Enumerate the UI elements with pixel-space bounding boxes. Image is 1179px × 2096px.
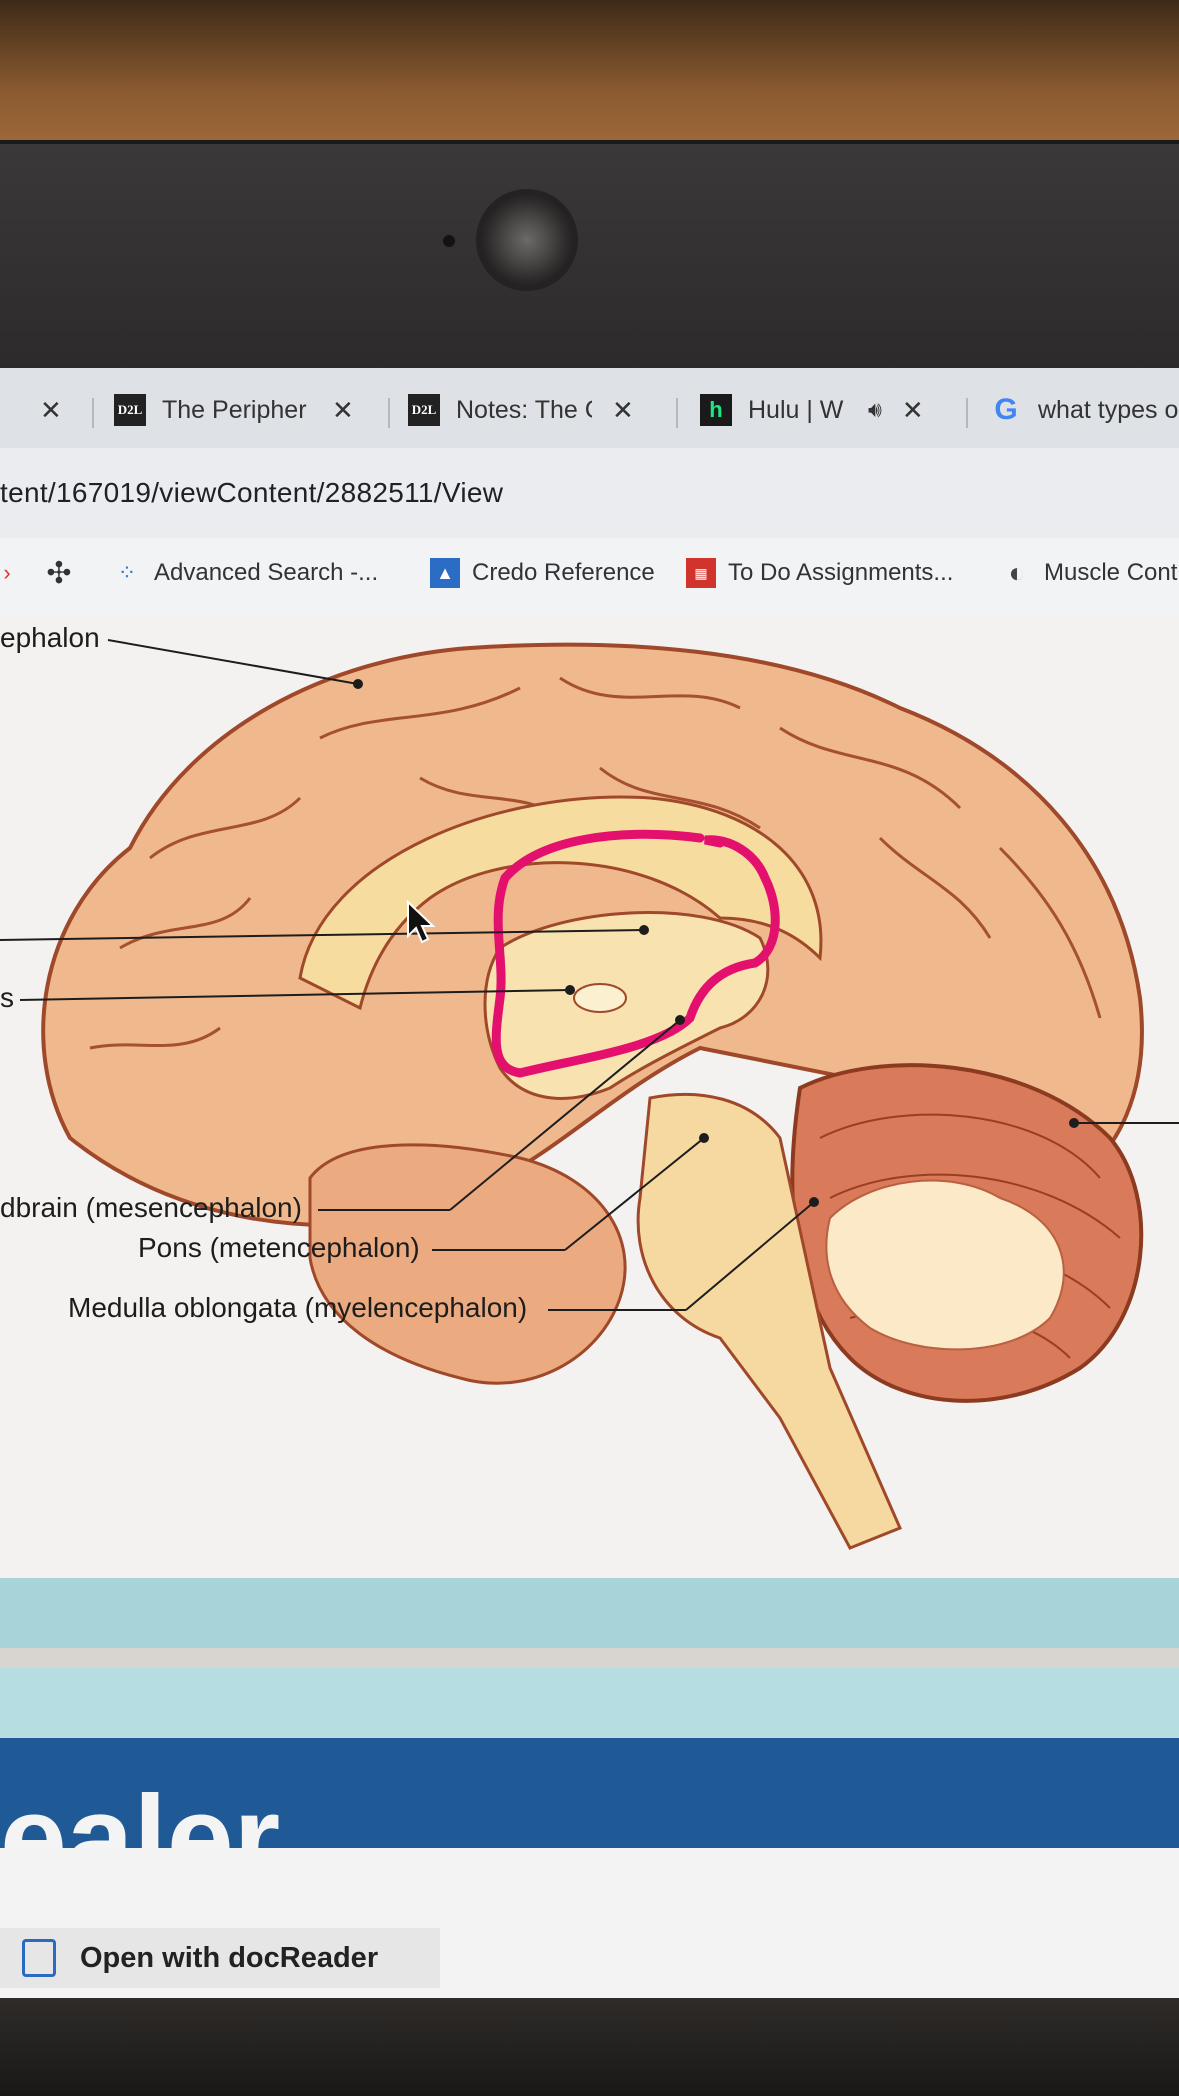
speaker-icon[interactable]: 🔊︎ [868, 397, 882, 422]
label-midbrain: dbrain (mesencephalon) [0, 1192, 302, 1223]
tab-separator [92, 398, 94, 428]
brain-diagram: ephalon s dbrain (mesencephalon) Pons (m… [0, 618, 1179, 1578]
mcgraw-icon: ▦ [686, 558, 716, 588]
background-wall [0, 0, 1179, 150]
open-docreader-button[interactable]: Open with docReader [0, 1928, 440, 1988]
close-icon[interactable]: ✕ [332, 394, 354, 425]
dots-icon: ⁘ [117, 560, 137, 585]
tab-separator [388, 398, 390, 428]
tab-title: Notes: The C [456, 395, 592, 424]
webcam-led [443, 235, 455, 247]
close-icon[interactable]: ✕ [40, 394, 62, 425]
docreader-label: Open with docReader [80, 1941, 379, 1974]
arbor-vitae [825, 1179, 1065, 1351]
tab-0[interactable]: ✕ [40, 382, 62, 438]
page-divider [0, 1648, 1179, 1668]
tab-google[interactable]: G what types o [990, 382, 1179, 438]
label-thalamus: s [0, 982, 14, 1013]
label-telencephalon: ephalon [0, 622, 100, 653]
label-pons: Pons (metencephalon) [138, 1232, 420, 1263]
brain-illustration [0, 639, 1179, 1550]
apps-icon[interactable]: ✣ [46, 556, 72, 590]
url-text[interactable]: tent/167019/viewContent/2882511/View [0, 477, 504, 508]
bookmark-label: Muscle Cont [1044, 559, 1178, 586]
page-banner: ealer [0, 1738, 1179, 1848]
tab-peripheral[interactable]: D2L The Peripher ✕ [114, 382, 354, 438]
tab-title: The Peripher [162, 395, 307, 424]
browser-screen: ✕ D2L The Peripher ✕ D2L Notes: The C ✕ … [0, 368, 1179, 1998]
bookmark-label: Credo Reference [472, 559, 655, 586]
intermediate-mass [573, 983, 627, 1013]
tab-strip: ✕ D2L The Peripher ✕ D2L Notes: The C ✕ … [0, 368, 1179, 449]
bookmark-muscle[interactable]: ◐ Muscle Cont [1002, 557, 1178, 588]
d2l-icon: D2L [114, 394, 146, 426]
bookmark-todo[interactable]: ▦ To Do Assignments... [686, 558, 953, 588]
corpus-callosum [298, 795, 823, 1011]
docreader-icon [22, 1939, 56, 1977]
label-medulla: Medulla oblongata (myelencephalon) [68, 1292, 528, 1323]
d2l-icon: D2L [408, 394, 440, 426]
banner-text: ealer [0, 1788, 280, 1848]
temporal-lobe [308, 1143, 627, 1385]
globe-icon: ◐ [1008, 557, 1026, 588]
leader-lines [0, 639, 1179, 1311]
arrow-icon[interactable]: › [3, 560, 11, 585]
bookmark-label: To Do Assignments... [728, 559, 954, 586]
tab-separator [676, 398, 678, 428]
monitor-bezel-bottom [0, 1998, 1179, 2096]
google-icon: G [994, 393, 1018, 426]
webcam [482, 195, 572, 285]
page-band [0, 1668, 1179, 1738]
monitor-bezel [0, 140, 1179, 374]
page-band [0, 1578, 1179, 1648]
bookmarks-bar: › ✣ ⁘ Advanced Search -... ▲ Credo Refer… [0, 538, 1179, 619]
bookmark-advanced-search[interactable]: ⁘ Advanced Search -... [112, 558, 378, 588]
bookmark-credo[interactable]: ▲ Credo Reference [430, 558, 655, 588]
pink-circle-annotation [491, 829, 780, 1078]
tab-notes[interactable]: D2L Notes: The C ✕ [408, 382, 634, 438]
brainstem [636, 1092, 902, 1550]
tab-title: Hulu | W [748, 395, 844, 424]
tab-separator [966, 398, 968, 428]
address-bar[interactable]: tent/167019/viewContent/2882511/View [0, 448, 1179, 538]
bookmark-label: Advanced Search -... [154, 559, 379, 586]
tab-hulu[interactable]: h Hulu | W 🔊︎ ✕ [700, 382, 924, 438]
mouse-cursor-icon [407, 900, 436, 944]
close-icon[interactable]: ✕ [612, 394, 634, 425]
credo-icon: ▲ [430, 558, 460, 588]
hulu-icon: h [700, 394, 732, 426]
close-icon[interactable]: ✕ [901, 394, 924, 425]
tab-title: what types o [1038, 395, 1179, 424]
